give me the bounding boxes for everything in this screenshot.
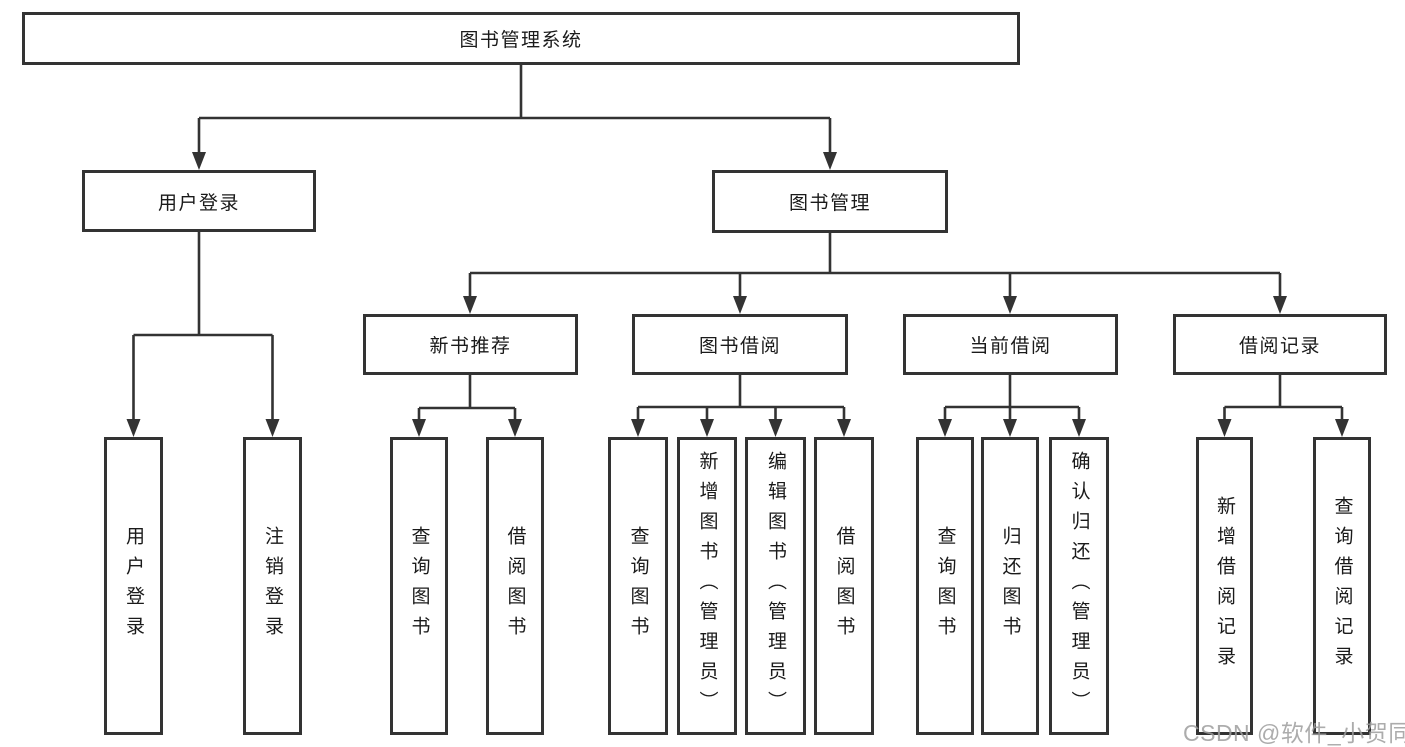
leaf-cb-confirm-return-admin: 确认归还（管理员） <box>1049 437 1109 735</box>
node-label: 借阅记录 <box>1238 336 1321 357</box>
node-label: 归还图书 <box>999 526 1021 646</box>
leaf-br-query-record: 查询借阅记录 <box>1313 437 1371 735</box>
node-borrow-records: 借阅记录 <box>1173 314 1387 375</box>
leaf-nb-borrow-book: 借阅图书 <box>486 437 544 735</box>
node-label: 编辑图书（管理员） <box>765 451 786 721</box>
node-book-borrowing: 图书借阅 <box>632 314 848 375</box>
leaf-bb-add-book-admin: 新增图书（管理员） <box>677 437 737 735</box>
leaf-cb-return-book: 归还图书 <box>981 437 1039 735</box>
leaf-br-add-record: 新增借阅记录 <box>1196 437 1253 735</box>
leaf-bb-edit-book-admin: 编辑图书（管理员） <box>745 437 806 735</box>
node-new-book-recommend: 新书推荐 <box>363 314 578 375</box>
node-label: 新增借阅记录 <box>1214 496 1235 676</box>
leaf-logout: 注销登录 <box>243 437 302 735</box>
node-book-management: 图书管理 <box>712 170 948 233</box>
node-label: 图书借阅 <box>698 336 781 357</box>
node-label: 借阅图书 <box>504 526 526 646</box>
node-label: 图书管理 <box>788 193 871 214</box>
node-book-management-system: 图书管理系统 <box>22 12 1020 65</box>
node-label: 新书推荐 <box>429 336 512 357</box>
leaf-cb-query-book: 查询图书 <box>916 437 974 735</box>
leaf-bb-query-book: 查询图书 <box>608 437 668 735</box>
leaf-nb-query-book: 查询图书 <box>390 437 448 735</box>
node-label: 确认归还（管理员） <box>1068 451 1090 721</box>
node-label: 图书管理系统 <box>459 30 583 51</box>
csdn-watermark: CSDN @软件_小贺同学 <box>1183 720 1405 746</box>
leaf-bb-borrow-book: 借阅图书 <box>814 437 874 735</box>
node-label: 查询图书 <box>408 526 430 646</box>
leaf-user-login: 用户登录 <box>104 437 163 735</box>
node-label: 新增图书（管理员） <box>696 451 718 721</box>
node-label: 用户登录 <box>157 192 240 214</box>
node-current-borrowing: 当前借阅 <box>903 314 1118 375</box>
node-label: 查询图书 <box>934 526 956 646</box>
node-label: 注销登录 <box>262 526 283 646</box>
node-user-login: 用户登录 <box>82 170 316 232</box>
node-label: 用户登录 <box>123 526 144 646</box>
node-label: 查询图书 <box>627 526 649 646</box>
node-label: 查询借阅记录 <box>1331 496 1353 676</box>
node-label: 借阅图书 <box>833 526 855 646</box>
node-label: 当前借阅 <box>969 336 1052 357</box>
